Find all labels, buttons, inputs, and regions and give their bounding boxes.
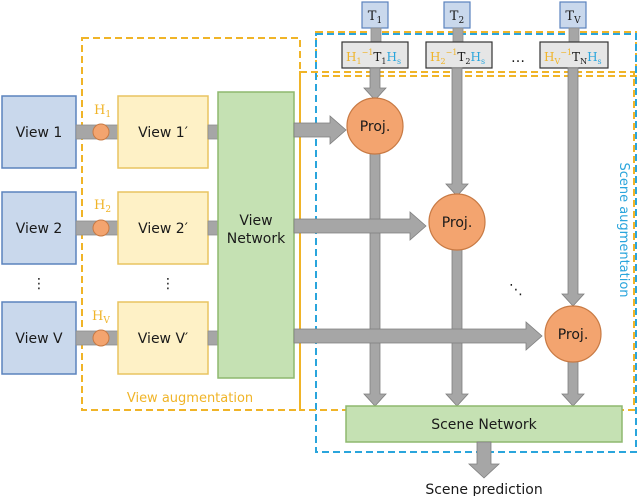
projection-node-1: Proj. (346, 97, 404, 155)
connector-arrow (370, 27, 382, 43)
view-augmentation-label: View augmentation (127, 391, 253, 406)
scene-augmentation-label: Scene augmentation (616, 162, 631, 297)
connector-arrow (207, 220, 219, 236)
transform-input-2: T2 (443, 1, 471, 29)
augmented-view-label: View 2′ (138, 221, 188, 237)
output-arrow (467, 441, 501, 479)
augmented-view-v: View V′ (117, 301, 209, 375)
svg-text:T2: T2 (450, 9, 464, 26)
transform-matrix-2: H2−1T2Hs (425, 41, 493, 69)
projection-label: Proj. (558, 327, 589, 343)
view-input-v: View V (1, 301, 77, 375)
projection-node-2: Proj. (428, 193, 486, 251)
view-input-1: View 1 (1, 95, 77, 169)
matrix-text: H1−1T1Hs (346, 48, 401, 66)
network-to-proj-arrow-1 (293, 115, 347, 145)
svg-text:TV: TV (565, 9, 581, 26)
connector-arrow (568, 27, 580, 43)
transform-ellipsis: … (511, 50, 525, 66)
scene-network: Scene Network (345, 405, 623, 443)
proj-to-scene-arrow-2 (445, 245, 469, 407)
matrix-to-proj-arrow-v (561, 67, 585, 307)
h-node-1 (92, 123, 110, 141)
view-input-2: View 2 (1, 191, 77, 265)
view-input-label: View 2 (16, 221, 63, 237)
connector-arrow (207, 124, 219, 140)
view-network-label-line1: View (239, 213, 272, 229)
h-label-2: H2 (94, 198, 111, 215)
augmented-view-label: View V′ (138, 331, 188, 347)
proj-to-scene-arrow-1 (363, 149, 387, 407)
h-node-2 (92, 219, 110, 237)
matrix-text: H2−1T2Hs (430, 48, 485, 66)
scene-augmentation-region (315, 33, 637, 453)
view-network: View Network (217, 91, 295, 379)
matrix-to-proj-arrow-1 (363, 67, 387, 101)
transform-input-1: T1 (361, 1, 389, 29)
transform-input-v: TV (559, 1, 587, 29)
connector-arrow (207, 330, 219, 346)
svg-text:T1: T1 (368, 9, 382, 26)
matrix-text: HV−1TNHs (544, 48, 602, 66)
network-to-proj-arrow-2 (293, 211, 427, 241)
augmented-view-2: View 2′ (117, 191, 209, 265)
proj-to-scene-arrow-v (561, 355, 585, 407)
transform-matrix-1: H1−1T1Hs (341, 41, 409, 69)
augmented-view-1: View 1′ (117, 95, 209, 169)
network-to-proj-arrow-v (293, 321, 543, 351)
scene-network-label: Scene Network (431, 417, 537, 433)
augmented-view-ellipsis: ⋮ (161, 276, 175, 292)
h-label-v: HV (92, 309, 110, 326)
augmented-view-label: View 1′ (138, 125, 188, 141)
matrix-to-proj-arrow-2 (445, 67, 469, 197)
view-input-label: View 1 (16, 125, 63, 141)
view-network-label-line2: Network (227, 231, 286, 247)
projection-label: Proj. (360, 119, 391, 135)
projection-ellipsis: ⋱ (509, 282, 523, 298)
connector-arrow (452, 27, 464, 43)
h-node-v (92, 329, 110, 347)
scene-prediction-label: Scene prediction (425, 482, 542, 496)
h-label-1: H1 (94, 103, 111, 120)
projection-node-v: Proj. (544, 305, 602, 363)
transform-matrix-v: HV−1TNHs (539, 41, 609, 69)
view-input-label: View V (15, 331, 63, 347)
projection-label: Proj. (442, 215, 473, 231)
view-ellipsis: ⋮ (32, 276, 46, 292)
